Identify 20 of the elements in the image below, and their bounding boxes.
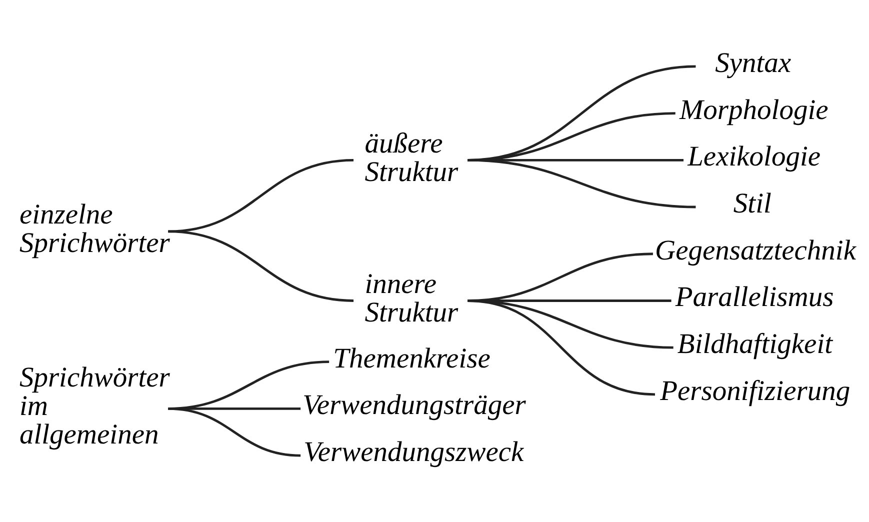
- node-text: Lexikologie: [687, 142, 820, 173]
- node-text: Stil: [732, 188, 771, 220]
- connector: [168, 230, 354, 302]
- node-text: Personifizierung: [660, 376, 850, 407]
- node-text: Gegensatztechnik: [654, 235, 856, 266]
- connector: [168, 407, 300, 457]
- node-text: innere Struktur: [364, 268, 458, 328]
- connector: [168, 158, 354, 233]
- node-text: Verwendungszweck: [303, 437, 524, 468]
- node-text: Parallelismus: [674, 282, 834, 314]
- node-text: Morphologie: [678, 94, 828, 126]
- node-text: einzelne Sprichwörter: [18, 200, 170, 260]
- node-text: Syntax: [714, 48, 791, 79]
- node-text: Verwendungsträger: [302, 390, 526, 422]
- connector: [467, 158, 696, 208]
- node-text: äußere Struktur: [364, 128, 458, 188]
- node-text: Sprichwörter im allgemeinen: [18, 362, 170, 451]
- node-text: Bildhaftigkeit: [676, 329, 832, 360]
- connector: [467, 300, 655, 396]
- node-text: Themenkreise: [332, 343, 490, 374]
